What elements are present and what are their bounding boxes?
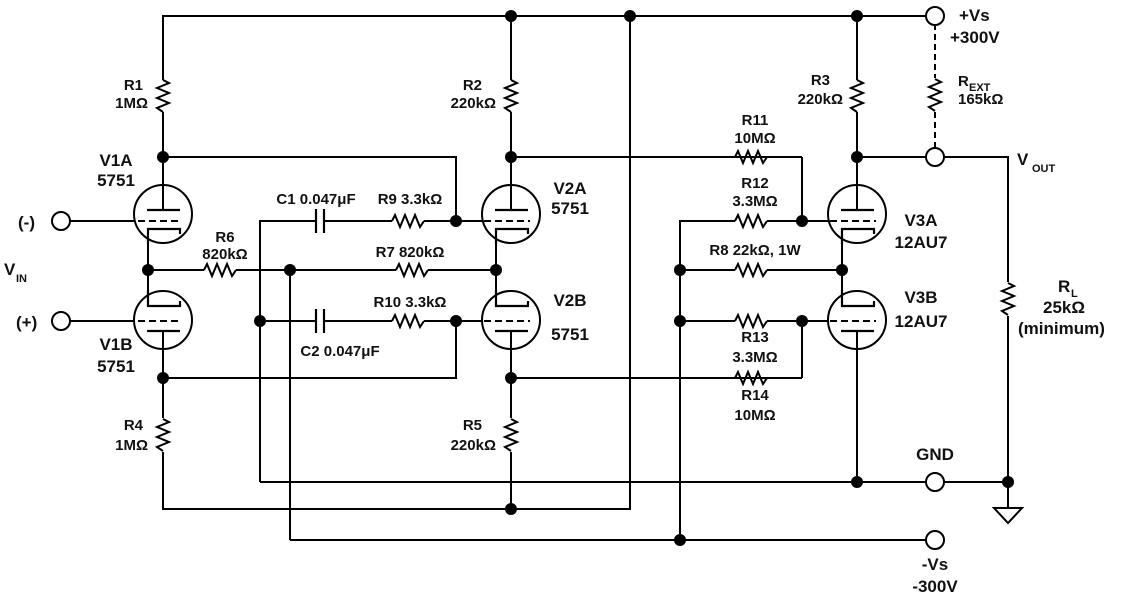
ground-symbol [991,507,1025,525]
resistor-r1 [156,79,170,113]
label-rext-value: 165kΩ [958,91,1003,108]
label-neg-supply-value: -300V [912,577,958,596]
terminal-vout[interactable] [925,147,945,167]
label-r2-name: R2 [463,77,482,94]
resistor-r6 [203,263,237,277]
label-r13-name: R13 [741,329,769,346]
label-r12-value: 3.3MΩ [732,193,777,210]
resistor-r5 [504,418,518,452]
label-r8: R8 22kΩ, 1W [709,242,801,259]
label-rext-sub: EXT [969,82,991,94]
label-r6-name: R6 [215,229,234,246]
junctions [142,10,1014,546]
labels: (-) (+) V IN R1 1MΩ R2 220kΩ R3 220kΩ R4… [4,6,1105,596]
label-v2a-id: V2A [553,179,586,198]
label-r4-name: R4 [124,417,144,434]
wires [70,15,1009,541]
label-c2: C2 0.047μF [300,343,379,360]
capacitor-c2 [314,309,326,333]
label-r13-value: 3.3MΩ [732,349,777,366]
label-r5-value: 220kΩ [451,437,496,454]
resistor-r8 [734,263,768,277]
resistor-r10 [391,314,425,328]
resistors [156,78,1015,452]
label-r11-value: 10MΩ [734,130,775,147]
label-r1-value: 1MΩ [115,95,148,112]
label-vin-sub: IN [16,273,27,285]
label-c1: C1 0.047μF [276,191,355,208]
resistor-r3 [850,79,864,113]
label-r3-name: R3 [811,72,830,89]
tube-v1b [133,290,193,350]
label-r10: R10 3.3kΩ [374,294,447,311]
label-vout: V [1017,150,1029,169]
label-plus-input: (+) [16,313,37,332]
tube-v3a [827,184,887,244]
label-v3b-id: V3B [904,288,937,307]
label-r5-name: R5 [463,417,482,434]
label-v1a-id: V1A [99,151,132,170]
label-rl-value: 25kΩ [1043,298,1085,317]
resistor-r7 [395,263,429,277]
label-v3b-type: 12AU7 [895,312,948,331]
label-rl-sub: L [1071,288,1078,300]
label-r7: R7 820kΩ [376,244,445,261]
label-v3a-type: 12AU7 [895,233,948,252]
label-rl-name: R [1058,277,1070,296]
label-r14-value: 10MΩ [734,407,775,424]
label-r14-name: R14 [741,387,769,404]
resistor-r9 [391,214,425,228]
tube-v2b [481,290,541,350]
capacitor-c1 [314,209,326,233]
label-r11-name: R11 [742,112,769,129]
tube-v1a [133,184,193,244]
tube-v2a [481,184,541,244]
resistor-r4 [156,418,170,452]
label-gnd: GND [916,445,954,464]
resistor-rl [1001,282,1015,316]
label-rext-name: R [958,73,969,90]
resistor-r12 [734,214,768,228]
label-rl-note: (minimum) [1018,319,1105,338]
label-vin: V [4,260,16,279]
tube-v3b [827,290,887,350]
terminal-neg-supply[interactable] [925,530,945,550]
label-r6-value: 820kΩ [202,246,247,263]
label-v2b-type: 5751 [551,325,589,344]
resistor-r2 [504,79,518,113]
label-r12-name: R12 [741,175,769,192]
label-r4-value: 1MΩ [115,437,148,454]
label-minus-input: (-) [18,213,35,232]
label-v1a-type: 5751 [97,171,135,190]
label-r3-value: 220kΩ [798,91,843,108]
label-v3a-id: V3A [904,211,937,230]
label-r2-value: 220kΩ [451,95,496,112]
label-vout-sub: OUT [1032,163,1056,175]
label-r1-name: R1 [124,77,143,94]
label-v1b-id: V1B [99,335,132,354]
label-r9: R9 3.3kΩ [378,191,443,208]
label-neg-supply-name: -Vs [922,555,948,574]
label-v2a-type: 5751 [551,199,589,218]
resistor-r13 [734,314,768,328]
label-v1b-type: 5751 [97,357,135,376]
resistor-rext [928,78,942,112]
terminal-plus-input[interactable] [51,311,71,331]
label-v2b-id: V2B [553,291,586,310]
terminal-gnd[interactable] [925,472,945,492]
terminal-minus-input[interactable] [51,211,71,231]
terminal-pos-supply[interactable] [925,6,945,26]
label-pos-supply-name: +Vs [959,6,990,25]
label-pos-supply-value: +300V [950,28,1000,47]
